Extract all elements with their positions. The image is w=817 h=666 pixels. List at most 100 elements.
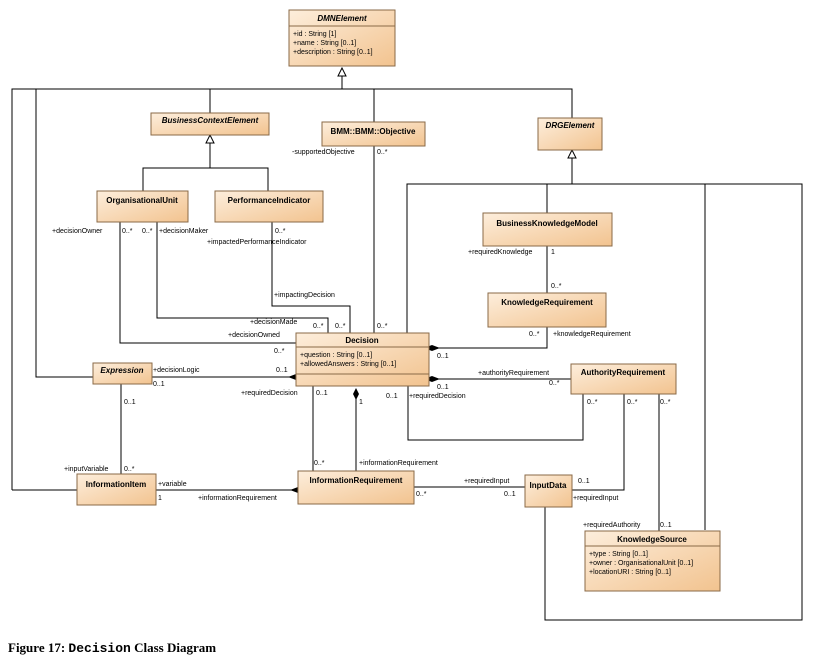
role-required-decision-a: +requiredDecision [241,390,298,397]
class-name: BMM::BMM::Objective [331,127,416,136]
mult-label: 0..* [377,149,388,156]
attr-id: +id : String [1] [293,31,336,38]
class-authority-requirement[interactable]: AuthorityRequirement [570,363,677,395]
assoc-required-decision-ar [407,386,584,441]
role-impacting-decision: +impactingDecision [274,292,335,299]
caption-prefix: Figure 17: [8,640,66,655]
mult-label: 0..1 [124,399,136,406]
assoc-impacting-decision [271,222,351,333]
role-authority-requirement: +authorityRequirement [478,370,549,377]
class-drg-element[interactable]: DRGElement [537,117,603,151]
mult-label: 0..* [275,228,286,235]
attr-question: +question : String [0..1] [300,352,372,359]
role-input-variable: +inputVariable [64,466,109,473]
mult-label: 0..1 [316,390,328,397]
role-decision-maker: +decisionMaker [159,228,209,235]
role-required-input-b: +requiredInput [573,495,618,502]
generalization-arrowhead-business-context [205,133,215,144]
mult-label: 0..* [335,323,346,330]
mult-label: 1 [158,495,162,502]
mult-label: 0..* [274,348,285,355]
class-input-data[interactable]: InputData [524,474,573,508]
role-required-knowledge: +requiredKnowledge [468,249,533,256]
attr-location-uri: +locationURI : String [0..1] [589,569,671,576]
attr-type: +type : String [0..1] [589,551,648,558]
assoc-required-input-ar [572,394,625,491]
class-information-requirement[interactable]: InformationRequirement [297,470,415,505]
mult-label: 0..* [660,399,671,406]
mult-label: 0..1 [386,393,398,400]
mult-label: 0..* [122,228,133,235]
role-required-input-a: +requiredInput [464,478,509,485]
attr-allowed-answers: +allowedAnswers : String [0..1] [300,361,396,368]
association-labels: -supportedObjective 0..* +decisionOwner … [52,149,672,529]
mult-label: 0..1 [437,384,449,391]
attr-owner: +owner : OrganisationalUnit [0..1] [589,560,693,567]
mult-label: 0..* [313,323,324,330]
mult-label: 1 [359,399,363,406]
mult-label: 0..* [124,466,135,473]
mult-label: 0..* [627,399,638,406]
mult-label: 0..1 [276,367,288,374]
role-decision-owned: +decisionOwned [228,332,280,339]
class-information-item[interactable]: InformationItem [76,473,157,506]
mult-label: 0..* [142,228,153,235]
role-knowledge-requirement: +knowledgeRequirement [553,331,631,338]
class-name: BusinessKnowledgeModel [496,219,597,228]
class-decision[interactable]: Decision +question : String [0..1] +allo… [295,332,430,387]
generalization-dmnelement-bus [11,76,573,490]
class-name: InformationRequirement [310,476,403,485]
mult-label: 0..* [551,283,562,290]
class-name: InputData [530,481,567,490]
caption-suffix: Class Diagram [134,640,217,655]
mult-label: 0..* [529,331,540,338]
class-diagram: DMNElement +id : String [1] +name : Stri… [11,9,803,621]
mult-label: 0..1 [153,381,165,388]
role-information-requirement-a: +informationRequirement [359,460,438,467]
caption-class-name: Decision [68,641,131,656]
mult-label: 0..1 [504,491,516,498]
class-business-knowledge-model[interactable]: BusinessKnowledgeModel [482,212,613,247]
mult-label: 0..1 [578,478,590,485]
role-impacted-pi: +impactedPerformanceIndicator [207,239,307,246]
class-name: Expression [100,366,143,375]
assoc-knowledge-requirement [432,327,548,349]
class-knowledge-requirement[interactable]: KnowledgeRequirement [487,292,607,328]
class-name: AuthorityRequirement [581,368,666,377]
assoc-decision-maker [156,222,329,333]
attr-description: +description : String [0..1] [293,49,373,56]
class-name: InformationItem [86,480,146,489]
role-decision-logic: +decisionLogic [153,367,200,374]
class-expression[interactable]: Expression [92,362,153,385]
generalization-business-context [142,143,269,191]
assoc-decision-owner [119,222,296,344]
role-required-authority: +requiredAuthority [583,522,641,529]
generalization-arrowhead-dmnelement [337,66,347,77]
class-name: DMNElement [317,14,367,23]
mult-label: 0..1 [437,353,449,360]
class-knowledge-source[interactable]: KnowledgeSource +type : String [0..1] +o… [584,530,721,592]
class-bmm-objective[interactable]: BMM::BMM::Objective [321,121,426,147]
class-name: KnowledgeRequirement [501,298,593,307]
class-dmnelement[interactable]: DMNElement +id : String [1] +name : Stri… [288,9,396,67]
mult-label: 0..* [416,491,427,498]
composition-diamond-ir [353,388,359,400]
class-name: KnowledgeSource [617,535,687,544]
figure-caption: Figure 17: Decision Class Diagram [8,640,216,656]
mult-label: 0..1 [660,522,672,529]
role-decision-made: +decisionMade [250,319,297,326]
class-organisational-unit[interactable]: OrganisationalUnit [96,190,189,223]
class-business-context-element[interactable]: BusinessContextElement [150,112,270,136]
mult-label: 0..* [549,380,560,387]
role-required-decision-b: +requiredDecision [409,393,466,400]
role-decision-owner: +decisionOwner [52,228,103,235]
mult-label: 0..* [587,399,598,406]
class-name: Decision [345,336,378,345]
class-name: OrganisationalUnit [106,196,178,205]
mult-label: 0..* [314,460,325,467]
mult-label: 0..* [377,323,388,330]
class-performance-indicator[interactable]: PerformanceIndicator [214,190,324,223]
class-name: DRGElement [546,121,595,130]
attr-name: +name : String [0..1] [293,40,356,47]
generalization-input-data [544,183,803,621]
